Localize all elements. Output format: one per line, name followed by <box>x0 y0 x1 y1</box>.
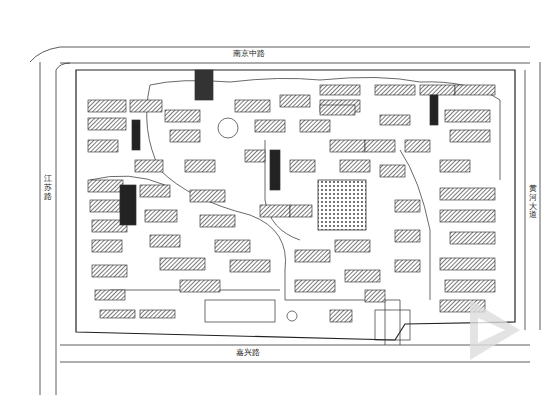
building <box>145 210 177 222</box>
building <box>92 240 122 252</box>
building <box>88 100 126 112</box>
building <box>440 160 470 172</box>
building <box>190 190 225 202</box>
building <box>375 85 415 95</box>
building <box>130 100 162 112</box>
features <box>120 70 438 340</box>
central-green <box>318 180 366 230</box>
building <box>330 310 352 322</box>
building <box>260 205 290 217</box>
building <box>395 230 420 242</box>
building <box>100 310 135 318</box>
building <box>380 165 405 177</box>
building <box>180 280 220 292</box>
building <box>320 85 360 95</box>
building <box>395 260 420 272</box>
building <box>395 200 420 212</box>
building <box>92 265 127 277</box>
building <box>95 290 125 300</box>
building <box>445 280 495 292</box>
building <box>445 110 490 122</box>
road-name: 黄河大道 <box>528 185 538 220</box>
building <box>88 180 123 192</box>
building <box>365 140 395 152</box>
building <box>165 110 200 122</box>
building <box>90 200 120 212</box>
building <box>88 118 126 130</box>
building <box>280 95 310 107</box>
building <box>135 160 163 172</box>
site-boundary <box>76 70 515 340</box>
road-name: 江苏路 <box>43 175 53 201</box>
building <box>140 185 170 197</box>
building <box>300 120 330 132</box>
building <box>255 120 285 132</box>
building <box>235 100 270 112</box>
building <box>230 260 270 272</box>
building <box>320 105 355 115</box>
building <box>330 140 365 152</box>
building <box>290 160 315 172</box>
building <box>440 210 495 222</box>
building <box>440 188 495 200</box>
building <box>380 115 410 125</box>
building <box>150 235 180 247</box>
roads <box>30 47 540 395</box>
building <box>215 240 250 252</box>
building <box>200 215 235 227</box>
building <box>335 240 370 252</box>
road-name: 嘉兴路 <box>235 349 261 358</box>
building <box>450 130 490 142</box>
building <box>455 85 495 95</box>
building <box>245 150 265 162</box>
building <box>405 140 430 152</box>
building <box>88 140 118 152</box>
internal-roads <box>90 70 500 345</box>
building <box>450 232 495 244</box>
building <box>295 250 330 262</box>
building <box>340 160 370 172</box>
building <box>170 130 200 142</box>
building <box>140 310 175 318</box>
road-name: 南京中路 <box>232 50 266 59</box>
building <box>420 85 455 95</box>
watermark <box>470 300 520 360</box>
building <box>440 258 495 270</box>
building <box>160 258 205 270</box>
building <box>185 160 215 172</box>
building <box>345 270 380 282</box>
building <box>365 290 385 302</box>
buildings <box>88 85 495 322</box>
building <box>290 205 312 217</box>
building <box>295 280 335 292</box>
